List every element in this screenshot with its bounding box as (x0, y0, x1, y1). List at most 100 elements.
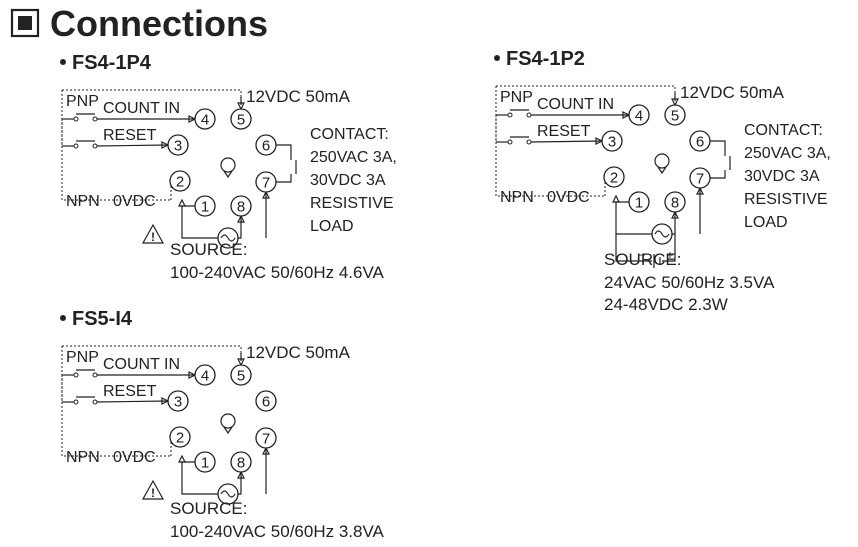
pin-3: 3 (167, 134, 189, 156)
section-title: FS4-1P4 (72, 52, 152, 74)
contact-spec-3: RESISTIVE (744, 191, 828, 208)
pin-label: 4 (635, 108, 643, 125)
ac-source-icon (217, 483, 239, 505)
warning-icon: ! (141, 479, 165, 500)
pin-label: 3 (174, 394, 182, 411)
pin-label: 7 (262, 175, 270, 192)
pin-label: 7 (262, 431, 270, 448)
count-switch-contact-a (507, 112, 513, 118)
supply-arrow (237, 358, 245, 367)
npn-label: NPN (66, 193, 100, 210)
pin-label: 1 (635, 195, 643, 212)
reset-label: RESET (537, 123, 591, 140)
battery-wire-a (615, 234, 652, 262)
contact-spec-0: CONTACT: (310, 126, 389, 143)
battery-wire-b (662, 234, 676, 262)
page-header: Connections (10, 3, 268, 44)
supply-arrow (237, 102, 245, 111)
pin-8: 8 (230, 451, 252, 473)
sensor-box-left (495, 86, 605, 197)
contact-spec-2: 30VDC 3A (744, 168, 820, 185)
pin-1: 1 (194, 451, 216, 473)
pin-label: 1 (201, 199, 209, 216)
pin-6: 6 (255, 390, 277, 412)
pin-label: 2 (176, 174, 184, 191)
count-switch-contact-b (526, 112, 532, 118)
pin-7: 7 (255, 171, 277, 193)
warning-mark: ! (151, 230, 155, 244)
relay-wire-7 (710, 170, 726, 179)
pin-3: 3 (601, 130, 623, 152)
reset-switch-contact-b (92, 399, 98, 405)
source-wire-8 (238, 472, 242, 495)
npn-label: NPN (66, 449, 100, 466)
contact-spec-1: 250VAC 3A, (310, 149, 397, 166)
ac-wave (220, 234, 236, 242)
socket-key-icon (220, 413, 236, 435)
pin-label: 8 (671, 195, 679, 212)
pin-6: 6 (689, 130, 711, 152)
bullet-icon (60, 315, 66, 321)
source-wire-1 (181, 461, 218, 495)
pin-label: 3 (608, 134, 616, 151)
pin-label: 7 (696, 171, 704, 188)
pin-1: 1 (628, 191, 650, 213)
contact-spec-0: CONTACT: (744, 122, 823, 139)
source-label: SOURCE: (170, 499, 247, 518)
battery-plates (653, 254, 661, 268)
pin-7: 7 (255, 427, 277, 449)
npn-label: NPN (500, 189, 534, 206)
pin-label: 6 (696, 134, 704, 151)
pin-4: 4 (194, 364, 216, 386)
socket-key-tip (223, 170, 233, 179)
page-title: Connections (50, 3, 268, 44)
pin-2: 2 (169, 426, 191, 448)
pnp-label: PNP (66, 349, 99, 366)
source-arrow-8 (237, 470, 245, 479)
pin-4: 4 (628, 104, 650, 126)
pin-label: 5 (237, 368, 245, 385)
reset-switch-contact-a (73, 143, 79, 149)
ac-source-icon (651, 223, 673, 245)
contact-spec-2: 30VDC 3A (310, 172, 386, 189)
count-switch-contact-b (92, 372, 98, 378)
count-in-label: COUNT IN (537, 96, 614, 113)
pin-5: 5 (664, 104, 686, 126)
source-spec-0: 100-240VAC 50/60Hz 4.6VA (170, 263, 385, 282)
source-spec-0: 24VAC 50/60Hz 3.5VA (604, 273, 775, 292)
count-switch-arrow (188, 115, 197, 123)
source-arrow-8 (671, 210, 679, 219)
pin-label: 4 (201, 368, 209, 385)
pin-label: 8 (237, 455, 245, 472)
relay-wire-7 (276, 174, 292, 183)
socket-key-tip (223, 426, 233, 435)
relay-arrow-7 (262, 190, 270, 199)
pin-6: 6 (255, 134, 277, 156)
pin-2: 2 (169, 170, 191, 192)
zero-vdc-label: 0VDC (547, 189, 590, 206)
source-spec-1: 24-48VDC 2.3W (604, 295, 728, 314)
source-spec-0: 100-240VAC 50/60Hz 3.8VA (170, 522, 385, 541)
reset-switch-wire (530, 140, 603, 143)
source-wire-1 (181, 205, 218, 239)
ac-wave (220, 490, 236, 498)
section-title: FS4-1P2 (506, 48, 585, 70)
sensor-box-left (61, 346, 171, 457)
source-arrow-1 (178, 198, 186, 207)
contact-spec-1: 250VAC 3A, (744, 145, 831, 162)
source-label: SOURCE: (170, 240, 247, 259)
source-arrow-1 (612, 194, 620, 203)
reset-label: RESET (103, 127, 157, 144)
reset-switch-contact-a (507, 139, 513, 145)
supply-label: 12VDC 50mA (680, 83, 785, 102)
count-in-label: COUNT IN (103, 356, 180, 373)
supply-label: 12VDC 50mA (246, 343, 351, 362)
pin-label: 3 (174, 138, 182, 155)
source-label: SOURCE: (604, 250, 681, 269)
count-switch-contact-b (92, 116, 98, 122)
socket-key-icon (654, 153, 670, 175)
checkbox-filled-icon (10, 8, 40, 38)
